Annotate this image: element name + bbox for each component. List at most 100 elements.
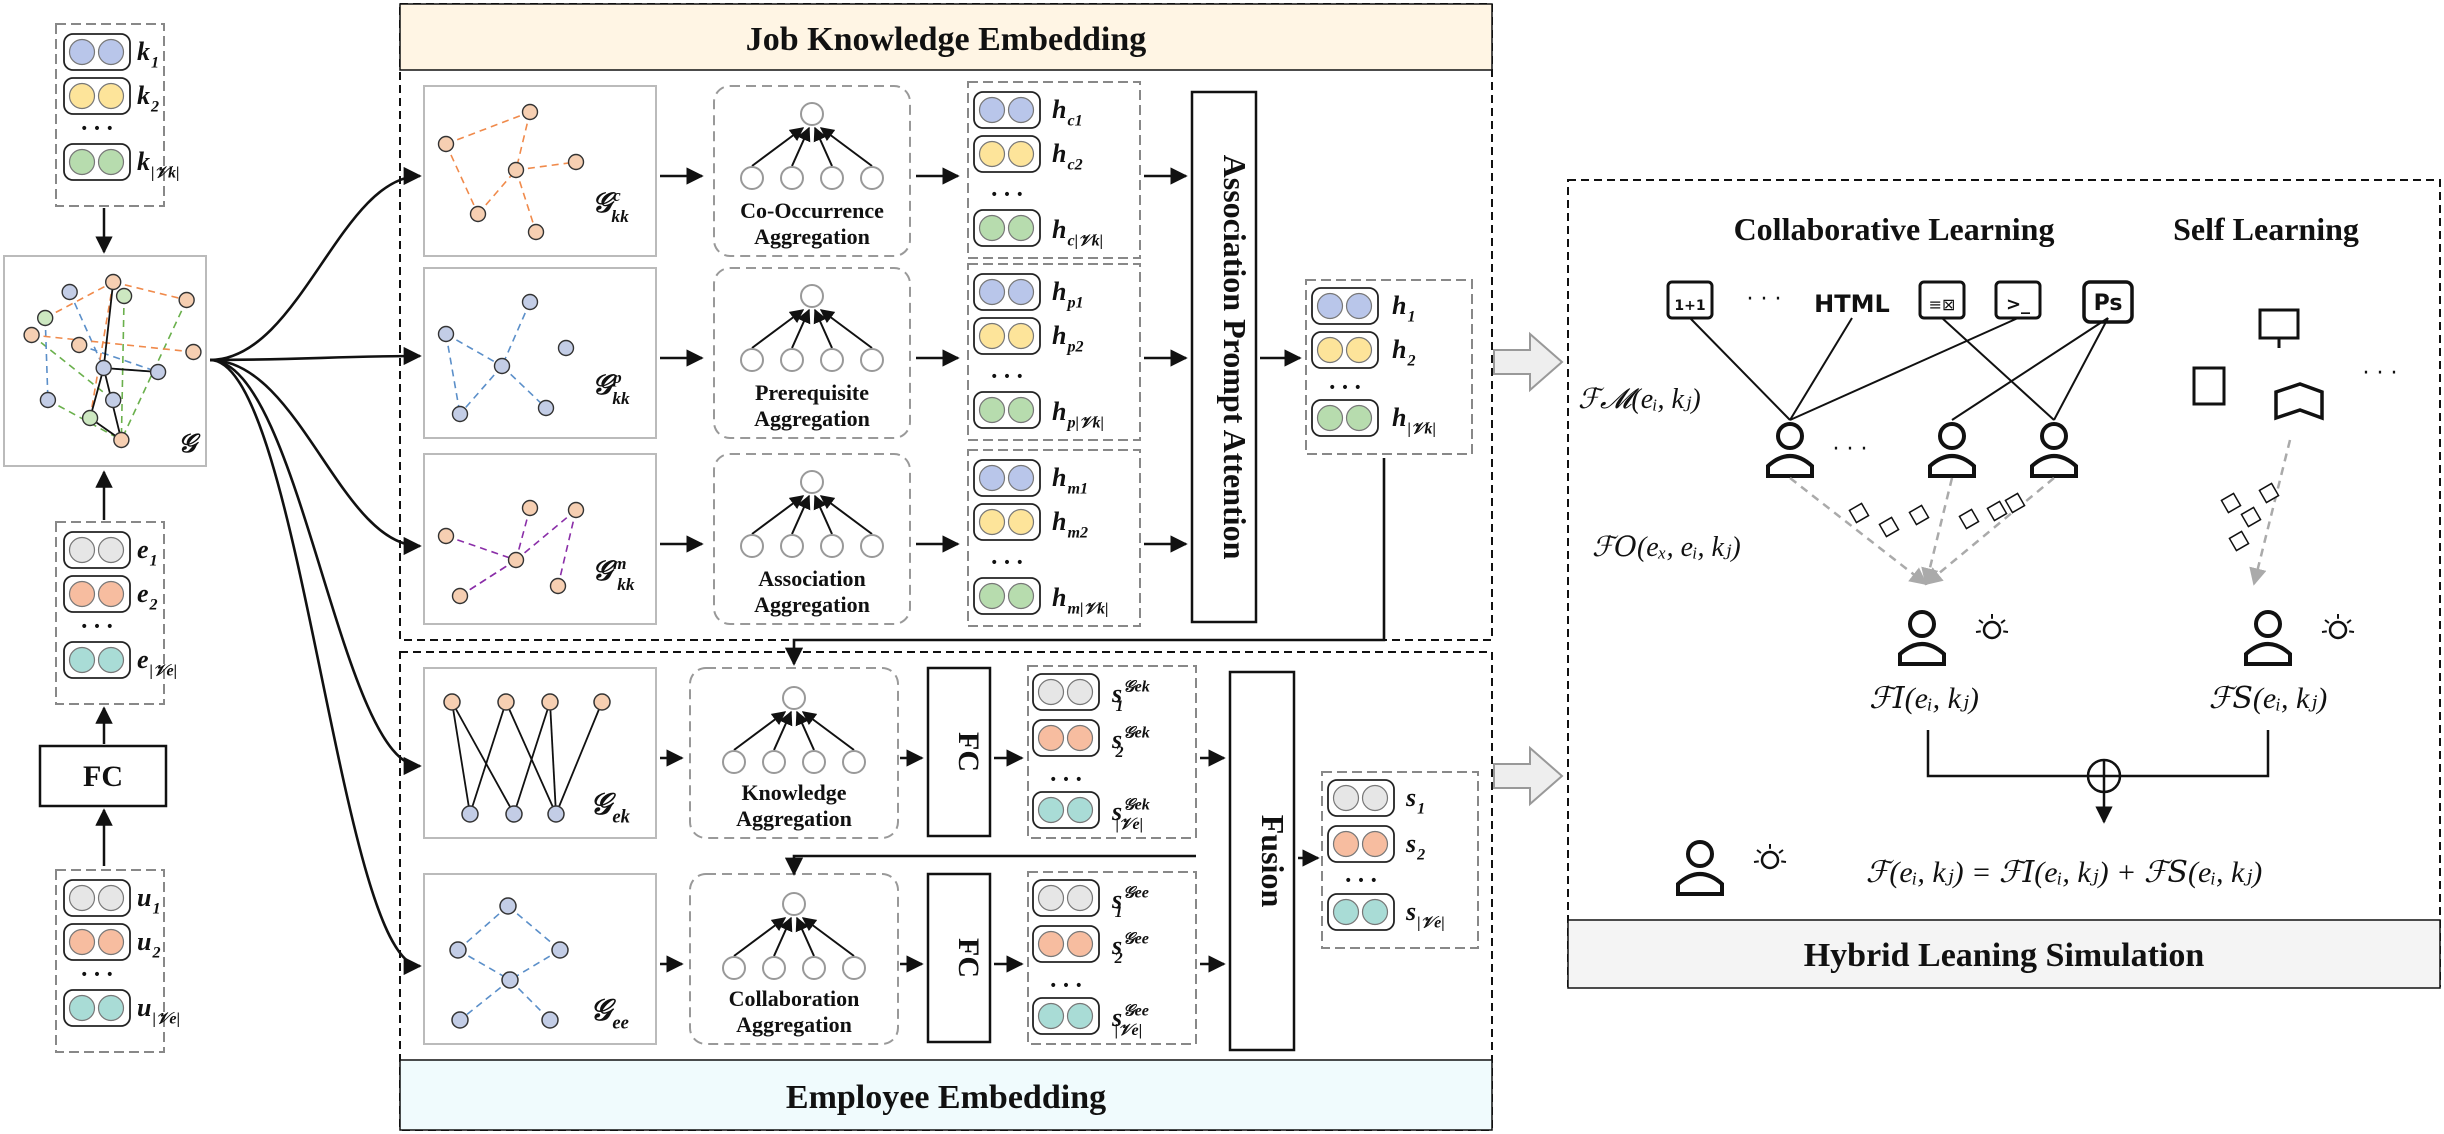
result-person [1676,840,1724,896]
self-bulb-icon-ray [2324,619,2330,624]
e-vec-3-dot [68,646,96,674]
ee-edge [509,949,561,981]
h-label: hc|𝒱k| [1052,215,1103,249]
employee-fc-label-1: FC [952,938,985,978]
h-out-vec-2-dot [1345,336,1373,364]
hollow-arrow-0 [1493,331,1564,393]
s-vec-dot [1066,930,1094,958]
employee-graph-panel-1 [423,873,657,1045]
e-label-1: e1 [137,535,158,569]
fusion-box [1228,670,1296,1052]
ek-top-node [593,693,611,711]
h-vec-dot [1007,214,1035,242]
employee-person-3-head [2040,422,2068,450]
f-i-label: ℱ𝐼(eᵢ, kⱼ) [1869,682,1979,715]
u-vec-2-dot [97,928,125,956]
h-vec-dot [1007,582,1035,610]
global-graph-node [185,343,202,361]
collab-flow-arrow [1924,477,2055,586]
attention-label: Association Prompt Attention [1217,155,1253,560]
ek-top-node [541,693,559,711]
s-out-ellipsis: • • • [1344,873,1378,889]
agg-edge [819,309,873,349]
h-vec-dot [1007,464,1035,492]
s-vec-dot [1066,884,1094,912]
h-out-group [1305,279,1473,455]
global-graph-node [95,359,112,377]
s-vec-dot [1066,724,1094,752]
s-vec-dot [1037,678,1065,706]
global-graph-node [81,409,99,427]
job-graph-edge [515,169,537,233]
k-ellipsis: • • • [80,121,114,137]
ek-bottom-node [547,805,565,823]
job-graph-edge [445,333,461,415]
employee-agg-title-0: Knowledge [741,780,846,805]
ee-node [501,971,519,989]
u-vec-3-dot [68,994,96,1022]
h-label: hm2 [1052,507,1088,541]
h-label: hm1 [1052,463,1088,497]
job-graph-node [521,499,539,517]
ek-top-node [497,693,515,711]
s-vec-dot [1037,884,1065,912]
self-flow-arrow [2249,439,2292,586]
floating-icon [1986,500,2008,522]
job-graph-edge [445,111,531,145]
floating-icon [1878,516,1900,538]
course-employee-edge [1789,317,2019,421]
agg-root-node [800,470,824,494]
agg-edge [813,308,833,349]
agg-leaf-node [762,956,786,980]
k-vec-3-dot [97,148,125,176]
ek-edge [469,701,507,815]
job-knowledge-title: Job Knowledge Embedding [746,21,1147,58]
hybrid-equation: ℱ(eᵢ, kⱼ) = ℱ𝐼(eᵢ, kⱼ) + ℱ𝑆(eᵢ, kⱼ) [1866,856,2263,889]
agg-leaf-node [740,534,764,558]
s-ellipsis: • • • [1049,978,1083,994]
agg-edge [751,495,805,535]
s-label: s𝒢ee|𝒱e| [1111,1003,1149,1040]
h-vec-dot [978,278,1006,306]
self-bulb-icon-ray [2346,619,2352,624]
agg-leaf-node [780,348,804,372]
employee-section [399,651,1493,1131]
h-group-2 [967,449,1141,627]
global-edge [44,281,114,319]
course-ellipsis: · · · [1747,287,1782,312]
collaborative-bulb-icon-ray [1978,619,1984,624]
agg-leaf-node [860,348,884,372]
u-label-3: u|𝒱e| [137,993,180,1027]
agg-edge [819,495,873,535]
h-vec-dot [978,96,1006,124]
ee-edge [509,979,551,1021]
global-graph-node [37,309,54,327]
job-graph-node [507,161,525,179]
agg-edge [813,126,833,167]
floating-icon [1958,508,1980,530]
job-graph-edge [459,365,503,415]
f-s-label: ℱ𝑆(eᵢ, kⱼ) [2209,682,2327,715]
course-icon-glyph: 1+1 [1674,298,1705,314]
global-edge [68,291,105,369]
global-graph-node [39,391,57,409]
job-graph-node [527,223,545,241]
h-vec-dot [1007,396,1035,424]
document-icon-glyph: ≡⊠ [1929,295,1956,314]
h-label: hc1 [1052,95,1083,129]
arrow-ek-to-ee [784,854,1196,876]
collaborative-bulb-icon-ray [2003,630,2009,633]
global-graph-node [23,326,40,344]
employee-fc-label-0: FC [952,732,985,772]
employee-agg-subtitle-1: Aggregation [736,1012,852,1037]
job-graph-edge [515,509,577,561]
e-vec-1-dot [68,536,96,564]
job-graph-edge [515,111,531,171]
u-vec-1-dot [97,884,125,912]
aggregation-box-2 [713,453,911,625]
e-vec-1-dot [97,536,125,564]
job-graph-node [451,405,469,423]
